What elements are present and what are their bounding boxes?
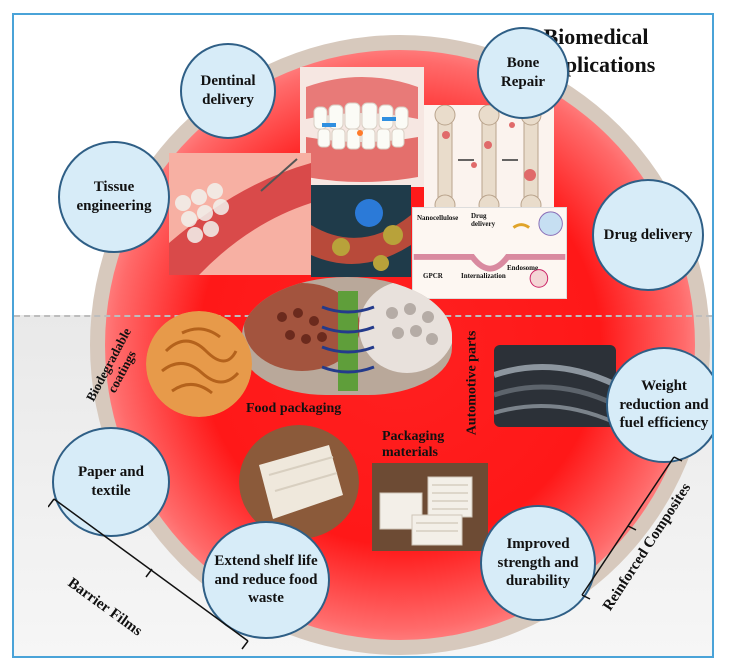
- food-packaging-label: Food packaging: [246, 401, 342, 416]
- packaging-image: [372, 463, 488, 551]
- weight-reduction-bubble: Weight reduction and fuel efficiency: [606, 347, 712, 463]
- tire-image: [494, 345, 616, 427]
- paper-textile-bubble: Paper and textile: [52, 427, 170, 537]
- bone-repair-bubble: Bone Repair: [477, 27, 569, 119]
- inset-drug-delivery-label: Drug delivery: [471, 212, 496, 228]
- tissue-engineering-bubble: Tissue engineering: [58, 141, 170, 253]
- inset-gpcr-label: GPCR: [423, 272, 443, 280]
- film-image: [239, 425, 359, 539]
- nanoparticle-image: [311, 185, 411, 277]
- automotive-tire: [494, 345, 616, 427]
- nanofiber-image: [242, 277, 452, 395]
- packaging-materials-label: Packaging materials: [382, 429, 445, 460]
- nanoparticle-illustration: [311, 185, 411, 277]
- teeth-image: [300, 67, 424, 187]
- cell-uptake-diagram: [413, 208, 566, 298]
- improved-strength-bubble: Improved strength and durability: [480, 505, 596, 621]
- biodegradable-coating-sample: [146, 311, 252, 417]
- inset-endosome-label: Endosome: [507, 264, 539, 272]
- inset-internalization-label: Internalization: [461, 272, 506, 280]
- inset-nanocellulose-label: Nanocellulose: [417, 214, 459, 222]
- teeth-illustration: [300, 67, 424, 187]
- figure-frame: Biomedical Applications: [12, 13, 714, 658]
- barrier-films-bracket: [48, 498, 249, 650]
- drug-delivery-bubble: Drug delivery: [592, 179, 704, 291]
- drug-delivery-inset: Nanocellulose Drug delivery GPCR Interna…: [412, 207, 567, 299]
- nanocellulose-structure: [242, 277, 452, 395]
- tissue-image: [169, 153, 311, 275]
- sponge-image: [146, 311, 252, 417]
- dentinal-delivery-bubble: Dentinal delivery: [180, 43, 276, 139]
- automotive-parts-label: Automotive parts: [464, 330, 480, 436]
- bone-image: [424, 105, 554, 215]
- reinforced-composites-bracket: [581, 456, 683, 600]
- bone-illustration: [424, 105, 554, 215]
- extend-shelf-life-bubble: Extend shelf life and reduce food waste: [202, 521, 330, 639]
- packaging-film: [239, 425, 359, 539]
- tissue-illustration: [169, 153, 311, 275]
- packaging-blocks: [372, 463, 488, 551]
